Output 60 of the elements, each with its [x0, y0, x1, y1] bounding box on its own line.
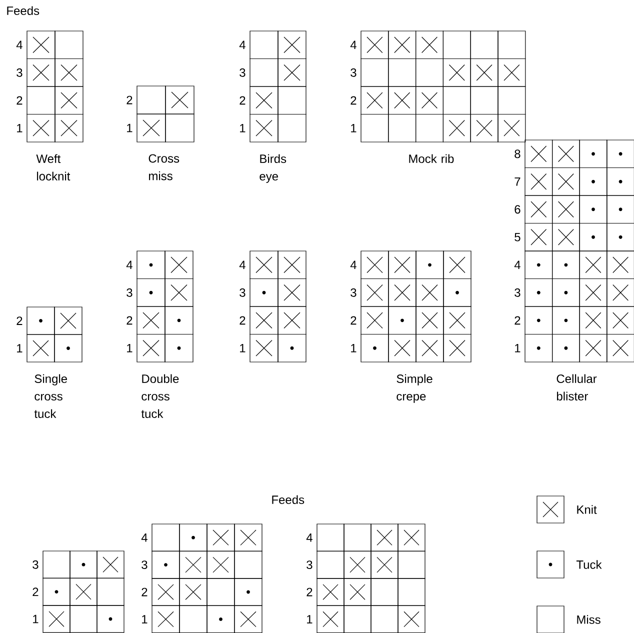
- row-number: 2: [16, 96, 22, 105]
- row-number: 2: [142, 588, 148, 596]
- row-number: 4: [350, 40, 356, 50]
- row-number: 1: [307, 615, 312, 624]
- row-number: 2: [126, 316, 132, 325]
- legend-label: Knit: [577, 505, 597, 514]
- legend-label: Miss: [577, 615, 600, 624]
- row-number: 6: [514, 205, 520, 214]
- row-number: 1: [240, 124, 246, 132]
- row-number: 2: [514, 316, 520, 325]
- axis-title: Feeds: [7, 6, 40, 15]
- pattern-caption: Weft locknit: [36, 154, 70, 180]
- row-number: 1: [351, 344, 356, 352]
- row-number: 1: [17, 344, 22, 352]
- row-number: 3: [514, 288, 520, 297]
- row-number: 1: [142, 615, 148, 624]
- row-number: 7: [514, 178, 520, 186]
- row-number: 8: [514, 150, 520, 158]
- row-number: 3: [240, 68, 246, 77]
- legend-label: Tuck: [576, 560, 602, 569]
- row-number: 3: [350, 288, 356, 297]
- row-number: 2: [16, 316, 22, 325]
- axis-title: Feeds: [272, 495, 304, 504]
- row-number: 2: [126, 96, 132, 104]
- row-number: 4: [16, 40, 22, 50]
- row-number: 2: [306, 588, 312, 596]
- row-number: 3: [240, 288, 246, 297]
- pattern-caption: Double cross tuck: [141, 374, 179, 418]
- row-number: 2: [350, 96, 356, 105]
- pattern-caption: Cross miss: [148, 154, 180, 180]
- pattern-caption: Single cross tuck: [34, 374, 67, 418]
- row-number: 3: [142, 560, 148, 570]
- pattern-caption: Mock rib: [409, 154, 454, 163]
- row-number: 4: [141, 533, 148, 542]
- row-number: 1: [127, 344, 132, 352]
- row-number: 4: [514, 260, 520, 270]
- row-number: 3: [306, 560, 312, 570]
- row-number: 4: [239, 40, 246, 50]
- row-number: 4: [306, 533, 312, 542]
- row-number: 3: [126, 288, 132, 297]
- row-number: 1: [351, 124, 356, 132]
- row-number: 2: [240, 316, 246, 325]
- row-number: 1: [33, 614, 38, 624]
- row-number: 1: [17, 124, 22, 132]
- row-number: 1: [127, 124, 132, 132]
- row-number: 3: [16, 68, 22, 77]
- pattern-caption: Simple crepe: [396, 374, 432, 403]
- row-number: 1: [515, 344, 520, 352]
- row-number: 4: [350, 260, 356, 270]
- row-number: 5: [514, 232, 520, 242]
- row-number: 3: [32, 560, 38, 569]
- row-number: 4: [239, 260, 246, 270]
- row-number: 3: [350, 68, 356, 77]
- row-number: 2: [240, 96, 246, 105]
- row-number: 4: [126, 260, 132, 270]
- row-number: 2: [32, 588, 38, 596]
- row-number: 2: [350, 316, 356, 325]
- pattern-caption: Birds eye: [260, 154, 286, 183]
- pattern-caption: Cellular blister: [556, 374, 597, 401]
- row-number: 1: [240, 344, 246, 352]
